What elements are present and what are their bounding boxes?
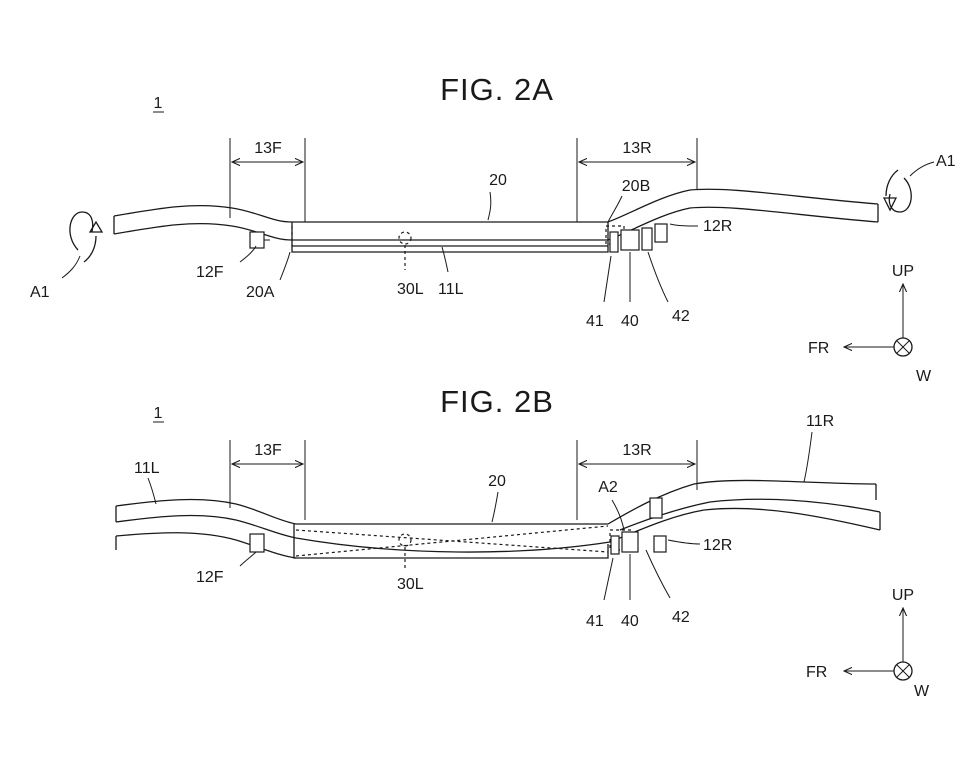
label-11l: 11L bbox=[438, 281, 464, 298]
frame-member-lower-left bbox=[115, 532, 297, 559]
label-20a: 20A bbox=[246, 284, 275, 301]
label-12f: 12F bbox=[196, 569, 224, 586]
frame-member-11l-upper bbox=[115, 479, 877, 525]
plate-20 bbox=[291, 222, 609, 253]
axis-up-label: UP bbox=[892, 587, 914, 604]
axis-fr-label: FR bbox=[806, 664, 827, 681]
label-a1-left: A1 bbox=[30, 284, 50, 301]
dotted-30l bbox=[398, 231, 412, 245]
label-a1-right: A1 bbox=[936, 153, 956, 170]
label-13r: 13R bbox=[622, 140, 651, 157]
label-40: 40 bbox=[621, 313, 639, 330]
label-12r: 12R bbox=[703, 537, 732, 554]
label-40: 40 bbox=[621, 613, 639, 630]
label-13f: 13F bbox=[254, 442, 282, 459]
label-41: 41 bbox=[586, 313, 604, 330]
dimension-13f: 13F bbox=[229, 440, 306, 520]
component-41 bbox=[609, 231, 619, 253]
figure-2b: FIG. 2B 1 13F 13R bbox=[115, 384, 930, 700]
label-30l: 30L bbox=[397, 576, 424, 593]
label-42: 42 bbox=[672, 308, 690, 325]
figure-2a: FIG. 2A 1 13F 13R bbox=[30, 72, 956, 385]
component-42 bbox=[649, 497, 663, 519]
component-41 bbox=[610, 535, 620, 555]
axes-indicator: UP FR W bbox=[806, 587, 930, 700]
axis-w-label: W bbox=[916, 368, 932, 385]
component-40 bbox=[621, 531, 639, 553]
bracket-12r bbox=[654, 223, 668, 243]
label-20: 20 bbox=[489, 172, 507, 189]
component-40 bbox=[620, 229, 640, 251]
label-13f: 13F bbox=[254, 140, 282, 157]
figure-title: FIG. 2B bbox=[440, 384, 554, 419]
frame-member-upper bbox=[113, 188, 879, 223]
axis-w-label: W bbox=[914, 683, 930, 700]
label-42: 42 bbox=[672, 609, 690, 626]
bracket-12f bbox=[249, 231, 265, 249]
label-12r: 12R bbox=[703, 218, 732, 235]
component-42 bbox=[641, 227, 653, 251]
label-41: 41 bbox=[586, 613, 604, 630]
label-20: 20 bbox=[488, 473, 506, 490]
axis-fr-label: FR bbox=[808, 340, 829, 357]
label-a2: A2 bbox=[598, 479, 618, 496]
label-30l: 30L bbox=[397, 281, 424, 298]
reference-numeral: 1 bbox=[154, 405, 163, 422]
dotted-30l bbox=[398, 533, 412, 547]
rotation-arrow-a1-left: A1 bbox=[30, 211, 104, 301]
figure-title: FIG. 2A bbox=[440, 72, 554, 107]
bracket-12r bbox=[653, 535, 667, 553]
plate-20 bbox=[293, 524, 609, 559]
label-12f: 12F bbox=[196, 264, 224, 281]
label-11l: 11L bbox=[134, 460, 160, 477]
dimension-13r: 13R bbox=[576, 440, 698, 520]
rotation-arrow-a1-right: A1 bbox=[882, 153, 956, 213]
dimension-13f: 13F bbox=[229, 138, 306, 222]
frame-member-lower bbox=[113, 206, 879, 241]
frame-member-11l-lower bbox=[115, 507, 881, 553]
label-13r: 13R bbox=[622, 442, 651, 459]
axes-indicator: UP FR W bbox=[808, 263, 932, 385]
label-20b: 20B bbox=[622, 178, 650, 195]
bracket-12f bbox=[249, 533, 265, 553]
label-11r: 11R bbox=[806, 413, 834, 430]
reference-numeral: 1 bbox=[154, 95, 163, 112]
dimension-13r: 13R bbox=[576, 138, 698, 222]
axis-up-label: UP bbox=[892, 263, 914, 280]
